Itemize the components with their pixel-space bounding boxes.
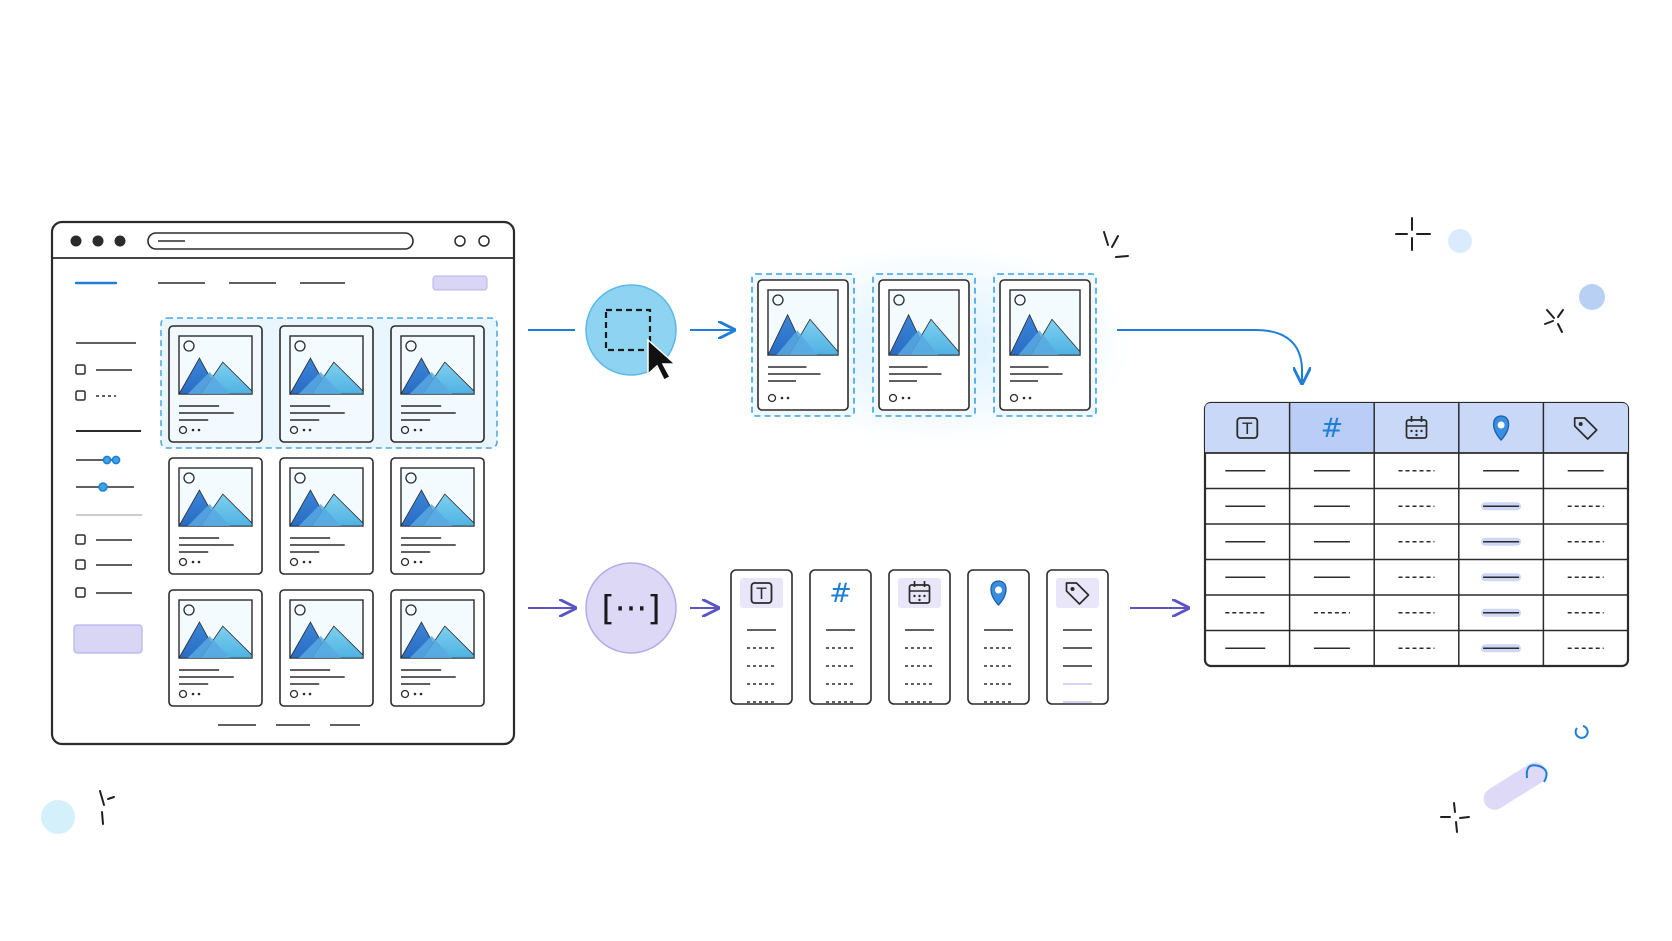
product-grid [168, 325, 485, 707]
arrow-to-table-top [1117, 329, 1302, 383]
svg-text:#: # [829, 578, 852, 609]
product-card[interactable] [390, 589, 485, 707]
range-slider-handle[interactable] [111, 455, 121, 465]
date-type-icon [1405, 416, 1428, 439]
range-slider-handle[interactable] [102, 455, 112, 465]
product-card[interactable] [390, 457, 485, 575]
table-row[interactable] [1225, 644, 1604, 653]
filter-checkbox[interactable] [75, 364, 86, 375]
image-thumbnail-icon [400, 467, 475, 527]
top-nav [74, 275, 488, 291]
location-type-icon [1492, 415, 1510, 441]
select-action-node[interactable] [585, 284, 677, 382]
image-thumbnail-icon [289, 467, 364, 527]
nav-button[interactable] [432, 275, 488, 291]
image-thumbnail-icon [1009, 289, 1081, 356]
table-header-cell[interactable] [1573, 417, 1598, 440]
product-card[interactable] [168, 589, 263, 707]
sidebar-apply-button[interactable] [73, 624, 143, 654]
image-thumbnail-icon [178, 599, 253, 659]
table-header-cell[interactable] [1405, 416, 1428, 439]
window-control-icon[interactable] [454, 235, 466, 247]
image-thumbnail-icon [767, 289, 839, 356]
dashed-selection-icon [604, 308, 652, 352]
number-type-icon: # [1321, 413, 1344, 444]
text-type-icon: T [1236, 417, 1259, 439]
image-thumbnail-icon [400, 599, 475, 659]
image-thumbnail-icon [400, 335, 475, 395]
selected-product-card[interactable] [279, 325, 374, 443]
selected-product-card[interactable] [390, 325, 485, 443]
product-card[interactable] [279, 457, 374, 575]
table-row[interactable] [1225, 573, 1604, 582]
decorative-dots [41, 229, 1605, 834]
filter-checkbox[interactable] [75, 390, 86, 401]
extracted-cards [751, 273, 1097, 417]
extracted-card[interactable] [751, 273, 855, 417]
field-card[interactable] [1046, 569, 1109, 705]
structured-data-table: T# [1203, 401, 1630, 668]
field-type-cards: T# [730, 569, 1109, 705]
table-header-cell[interactable] [1492, 415, 1510, 441]
extracted-card[interactable] [872, 273, 976, 417]
image-thumbnail-icon [289, 335, 364, 395]
svg-text:T: T [1241, 419, 1252, 438]
table-row[interactable] [1225, 537, 1604, 546]
location-type-icon [990, 580, 1007, 606]
cursor-icon [647, 338, 677, 382]
product-card[interactable] [168, 457, 263, 575]
field-card[interactable]: # [809, 569, 872, 705]
text-type-icon: T [750, 582, 773, 604]
browser-window [50, 220, 516, 746]
filter-checkbox[interactable] [75, 587, 86, 598]
tag-type-icon [1065, 582, 1090, 605]
sidebar-filters [75, 342, 142, 598]
image-thumbnail-icon [888, 289, 960, 356]
image-thumbnail-icon [178, 467, 253, 527]
window-dots [70, 235, 126, 247]
date-type-icon [908, 581, 931, 604]
slider-handle[interactable] [98, 482, 108, 492]
table-header-cell[interactable]: T [1236, 417, 1259, 439]
table-header-cell[interactable]: # [1321, 413, 1344, 444]
parse-action-node[interactable]: [···] [585, 562, 677, 654]
table-row[interactable] [1225, 502, 1604, 511]
window-control-icon[interactable] [478, 235, 490, 247]
image-thumbnail-icon [178, 335, 253, 395]
filter-checkbox[interactable] [75, 534, 86, 545]
tag-type-icon [1573, 417, 1598, 440]
svg-text:T: T [756, 584, 767, 603]
decorative-sparkles [99, 217, 1564, 833]
table-row[interactable] [1225, 608, 1604, 617]
brackets-ellipsis-icon: [···] [602, 589, 661, 629]
field-card[interactable] [888, 569, 951, 705]
number-type-icon: # [829, 578, 852, 609]
address-bar[interactable] [147, 232, 414, 250]
image-thumbnail-icon [289, 599, 364, 659]
selected-product-card[interactable] [168, 325, 263, 443]
product-card[interactable] [279, 589, 374, 707]
field-card[interactable]: T [730, 569, 793, 705]
filter-checkbox[interactable] [75, 559, 86, 570]
extracted-card[interactable] [993, 273, 1097, 417]
field-card[interactable] [967, 569, 1030, 705]
svg-text:#: # [1321, 413, 1344, 444]
